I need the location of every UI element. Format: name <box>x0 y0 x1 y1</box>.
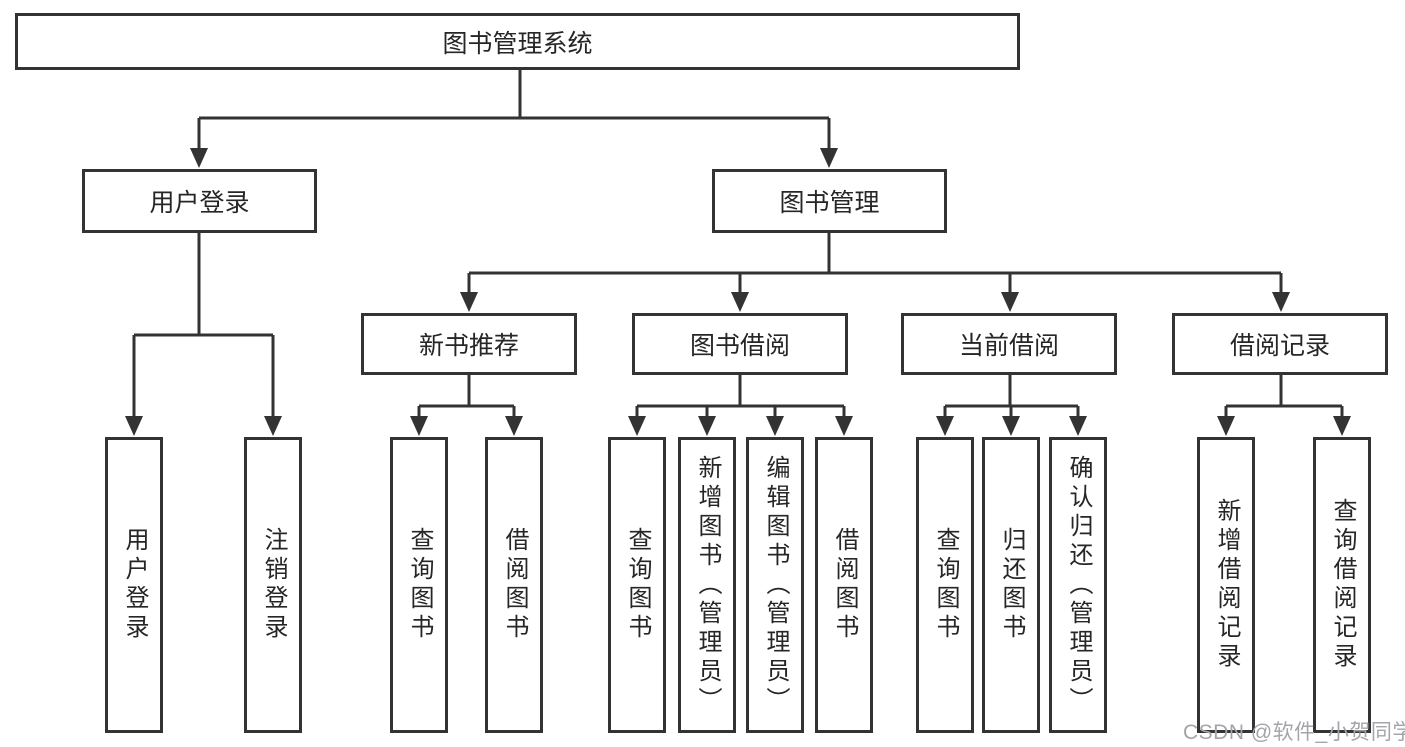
node-current-borrow-label: 当前借阅 <box>958 332 1059 360</box>
node-root-label: 图书管理系统 <box>442 29 593 58</box>
leaf-bb-query-book: 查询图书 <box>608 437 666 733</box>
leaf-nbr-borrow-book-label: 借阅图书 <box>501 527 528 643</box>
leaf-nbr-borrow-book: 借阅图书 <box>485 437 543 733</box>
node-borrow-records: 借阅记录 <box>1172 313 1388 375</box>
leaf-bb-add-book-admin-label: 新增图书（管理员） <box>694 454 721 716</box>
leaf-cb-confirm-return-admin-label: 确认归还（管理员） <box>1065 454 1092 716</box>
node-book-management: 图书管理 <box>712 169 947 233</box>
leaf-logout: 注销登录 <box>244 437 302 733</box>
node-book-borrow-label: 图书借阅 <box>689 332 790 360</box>
leaf-cb-return-book: 归还图书 <box>982 437 1040 733</box>
leaf-cb-query-book: 查询图书 <box>916 437 974 733</box>
node-borrow-records-label: 借阅记录 <box>1229 332 1330 360</box>
leaf-cb-return-book-label: 归还图书 <box>998 527 1025 643</box>
leaf-bb-borrow-book-label: 借阅图书 <box>831 527 858 643</box>
leaf-user-login-label: 用户登录 <box>121 527 148 643</box>
leaf-nbr-query-book-label: 查询图书 <box>406 527 433 643</box>
node-new-book-recommend: 新书推荐 <box>361 313 577 375</box>
node-new-book-recommend-label: 新书推荐 <box>418 332 519 360</box>
node-book-management-label: 图书管理 <box>779 189 880 217</box>
node-user-login-label: 用户登录 <box>149 189 250 217</box>
leaf-cb-confirm-return-admin: 确认归还（管理员） <box>1049 437 1107 733</box>
leaf-bb-edit-book-admin: 编辑图书（管理员） <box>746 437 804 733</box>
leaf-br-query-record-label: 查询借阅记录 <box>1329 498 1356 672</box>
leaf-br-query-record: 查询借阅记录 <box>1313 437 1371 733</box>
leaf-bb-edit-book-admin-label: 编辑图书（管理员） <box>762 454 789 716</box>
leaf-bb-add-book-admin: 新增图书（管理员） <box>678 437 736 733</box>
leaf-user-login: 用户登录 <box>105 437 163 733</box>
node-root: 图书管理系统 <box>15 13 1020 70</box>
watermark: CSDN @软件_小贺同学 <box>1183 721 1405 744</box>
leaf-br-add-record-label: 新增借阅记录 <box>1213 498 1240 672</box>
node-current-borrow: 当前借阅 <box>901 313 1117 375</box>
leaf-logout-label: 注销登录 <box>260 527 287 643</box>
leaf-bb-query-book-label: 查询图书 <box>624 527 651 643</box>
leaf-cb-query-book-label: 查询图书 <box>932 527 959 643</box>
node-book-borrow: 图书借阅 <box>632 313 848 375</box>
leaf-bb-borrow-book: 借阅图书 <box>815 437 873 733</box>
leaf-nbr-query-book: 查询图书 <box>390 437 448 733</box>
node-user-login: 用户登录 <box>82 169 317 233</box>
leaf-br-add-record: 新增借阅记录 <box>1197 437 1255 733</box>
